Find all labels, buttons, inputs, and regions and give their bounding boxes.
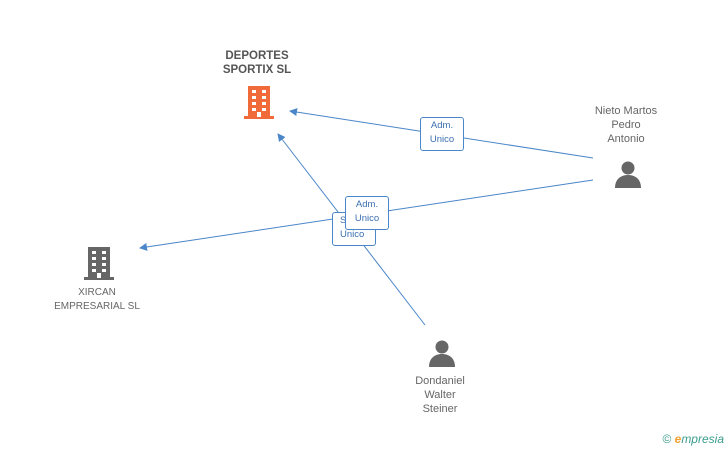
company-xircan-name[interactable]: XIRCAN EMPRESARIAL SL [37,286,157,314]
person-nieto-name-line3: Antonio [607,133,645,145]
edge-label-dondaniel-sportix-line1: S [340,215,347,226]
person-dondaniel-name[interactable]: Dondaniel Walter Steiner [390,374,490,416]
edge-label-nieto-sportix-line1: Adm. [430,120,454,131]
building-icon-main[interactable] [243,84,275,120]
company-xircan-name-line2: EMPRESARIAL SL [54,301,140,312]
person-nieto-name-line1: Nieto Martos [594,105,658,117]
company-main-name[interactable]: DEPORTES SPORTIX SL [207,49,307,77]
edge-label-dondaniel-sportix-line2: Unico [340,229,365,240]
company-main-name-line1: DEPORTES [225,50,289,62]
edge-label-nieto-xircan[interactable]: Adm. Unico [345,196,389,230]
edge-label-nieto-xircan-line2: Unico [354,213,380,224]
brand-name: mpresia [681,432,724,446]
copyright-icon: © [662,432,672,446]
empresia-watermark[interactable]: © empresia [662,432,724,446]
person-icon-nieto[interactable] [613,159,643,189]
company-xircan-name-line1: XIRCAN [78,287,116,298]
person-dondaniel-name-line3: Steiner [422,403,458,415]
person-dondaniel-name-line1: Dondaniel [415,375,465,387]
edge-label-nieto-xircan-line1: Adm. [355,199,379,210]
building-icon-xircan[interactable] [83,245,115,281]
edge-label-nieto-sportix-line2: Unico [429,134,455,145]
person-nieto-name-line2: Pedro [611,119,641,131]
edge-label-nieto-sportix[interactable]: Adm. Unico [420,117,464,151]
company-main-name-line2: SPORTIX SL [222,64,292,76]
brand-initial: e [674,432,682,446]
person-nieto-name[interactable]: Nieto Martos Pedro Antonio [576,104,676,146]
person-icon-dondaniel[interactable] [427,338,457,368]
person-dondaniel-name-line2: Walter [424,389,456,401]
